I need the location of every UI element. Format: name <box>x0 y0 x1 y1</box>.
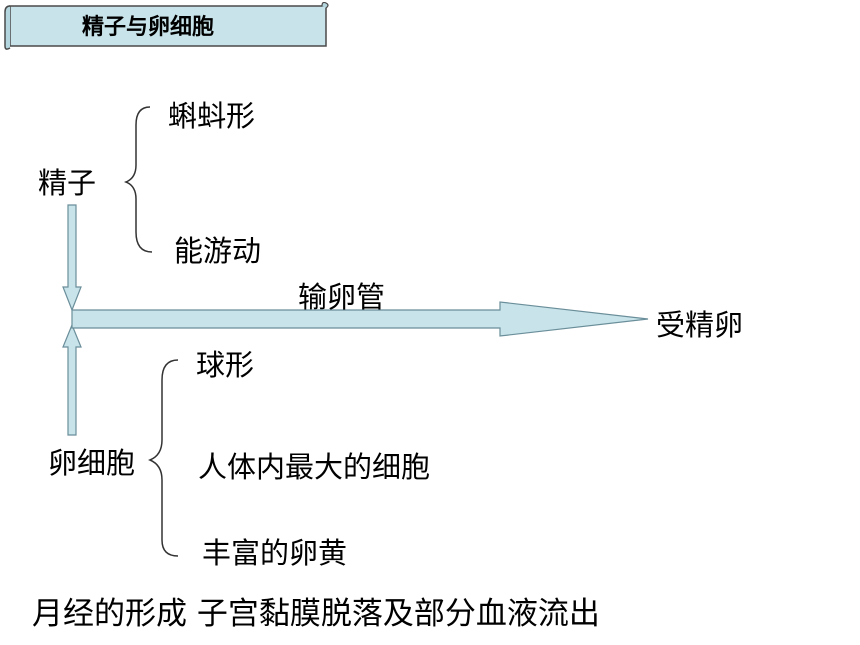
scroll-banner-shape <box>4 2 329 50</box>
oviduct-label: 输卵管 <box>298 280 386 314</box>
egg-trait-bracket <box>148 359 179 557</box>
sperm-trait-bracket <box>123 106 153 253</box>
title-banner: 精子与卵细胞 <box>4 2 329 50</box>
egg-trait-shape: 球形 <box>196 348 255 382</box>
egg-trait-size: 人体内最大的细胞 <box>198 450 431 484</box>
oviduct-arrow <box>71 301 649 337</box>
egg-trait-yolk: 丰富的卵黄 <box>202 536 348 570</box>
egg-label: 卵细胞 <box>48 446 136 480</box>
sperm-down-arrow <box>62 204 82 312</box>
sperm-trait-shape: 蝌蚪形 <box>168 99 256 133</box>
menstruation-note: 月经的形成 子宫黏膜脱落及部分血液流出 <box>32 596 600 632</box>
zygote-label: 受精卵 <box>656 308 744 342</box>
sperm-trait-motility: 能游动 <box>174 234 262 268</box>
page-title: 精子与卵细胞 <box>82 15 215 40</box>
sperm-label: 精子 <box>38 166 97 200</box>
egg-up-arrow <box>62 323 82 436</box>
